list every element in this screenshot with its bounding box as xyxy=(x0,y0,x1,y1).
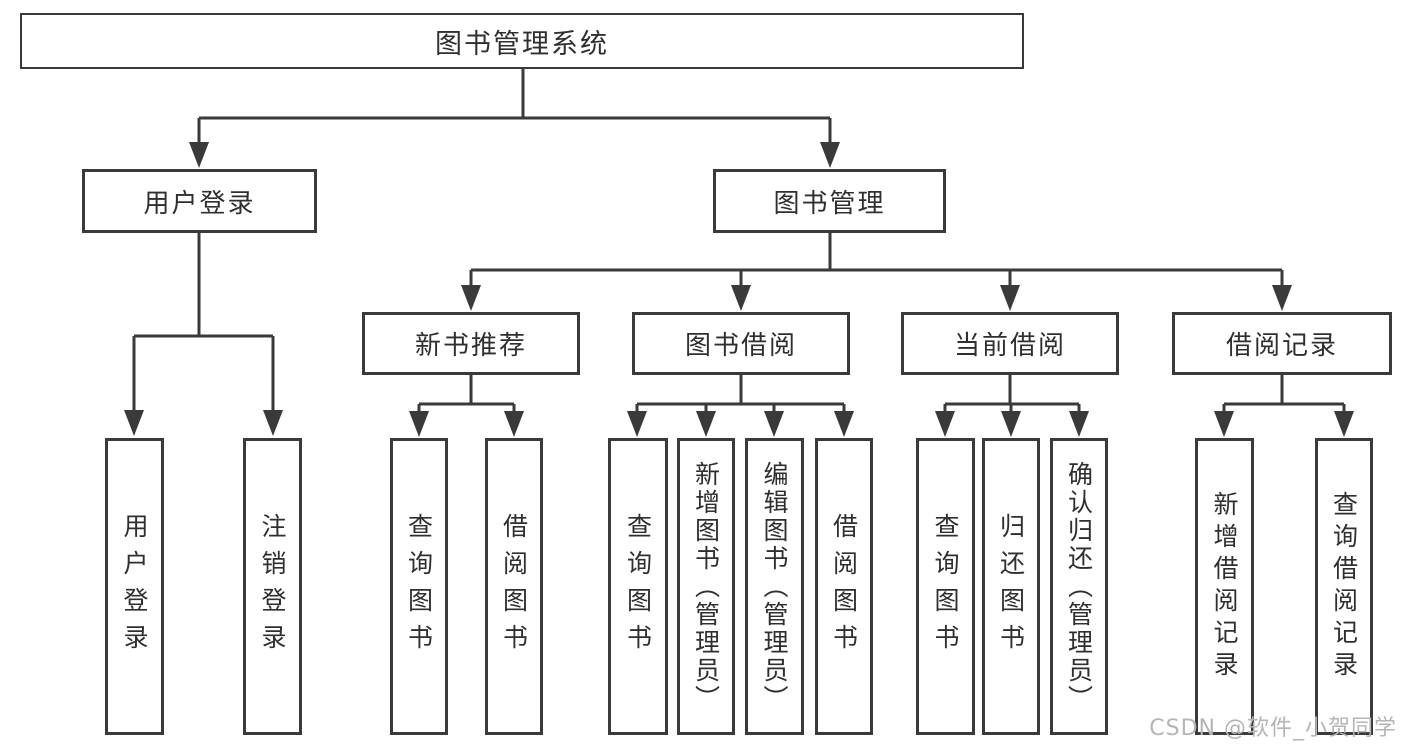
arrowhead xyxy=(1069,411,1089,437)
arrowhead xyxy=(263,410,283,436)
node-borrow-records: 借阅记录 xyxy=(1172,312,1392,375)
leaf-return-books: 归还图书 xyxy=(982,438,1040,735)
node-user-login-label: 用户登录 xyxy=(143,188,256,219)
edge-userlogin-to-leaves xyxy=(124,233,283,436)
node-new-book-recommend-label: 新书推荐 xyxy=(414,331,527,361)
arrowhead xyxy=(696,411,716,437)
leaf-query-books-3: 查询图书 xyxy=(916,438,975,735)
arrowhead xyxy=(764,411,784,437)
arrowhead xyxy=(935,411,955,437)
node-root-label: 图书管理系统 xyxy=(435,28,609,60)
node-borrow-records-label: 借阅记录 xyxy=(1225,331,1338,361)
arrowhead xyxy=(1000,285,1020,311)
edge-root-to-level2 xyxy=(189,68,840,168)
leaf-edit-book-admin: 编辑图书（管理员） xyxy=(745,438,804,735)
arrowhead xyxy=(461,285,481,311)
edge-records-to-leaves xyxy=(1214,375,1354,437)
node-book-management: 图书管理 xyxy=(713,169,946,233)
node-current-borrowing: 当前借阅 xyxy=(901,312,1119,375)
arrowhead xyxy=(1214,411,1234,437)
leaf-query-books-1: 查询图书 xyxy=(390,438,448,735)
arrowhead xyxy=(409,411,429,437)
arrowhead xyxy=(124,410,144,436)
edge-bookmgmt-to-level3 xyxy=(461,233,1292,311)
leaf-query-books-2: 查询图书 xyxy=(608,438,668,735)
leaf-add-book-admin: 新增图书（管理员） xyxy=(677,438,735,735)
arrowhead xyxy=(1001,411,1021,437)
arrowhead xyxy=(834,411,854,437)
node-new-book-recommend: 新书推荐 xyxy=(362,312,580,375)
arrowhead xyxy=(1272,285,1292,311)
leaf-confirm-return-admin: 确认归还（管理员） xyxy=(1050,438,1108,735)
arrowhead xyxy=(820,142,840,168)
leaf-borrow-books-1: 借阅图书 xyxy=(485,438,543,735)
node-user-login: 用户登录 xyxy=(82,169,317,233)
node-current-borrowing-label: 当前借阅 xyxy=(953,331,1066,361)
leaf-query-borrow-record: 查询借阅记录 xyxy=(1315,438,1373,735)
node-book-borrowing-label: 图书借阅 xyxy=(684,331,797,361)
arrowhead xyxy=(504,411,524,437)
node-book-borrowing: 图书借阅 xyxy=(632,312,850,375)
node-book-management-label: 图书管理 xyxy=(773,188,886,219)
node-root: 图书管理系统 xyxy=(20,13,1024,69)
edge-newbooks-to-leaves xyxy=(409,375,524,437)
arrowhead xyxy=(1334,411,1354,437)
leaf-user-login: 用户登录 xyxy=(105,438,164,735)
leaf-add-borrow-record: 新增借阅记录 xyxy=(1195,438,1254,735)
arrowhead xyxy=(189,142,209,168)
leaf-borrow-books-2: 借阅图书 xyxy=(815,438,873,735)
edge-bookborrow-to-leaves xyxy=(627,375,854,437)
arrowhead xyxy=(627,411,647,437)
csdn-watermark: CSDN @软件_小贺同学 xyxy=(1149,716,1397,741)
leaf-logout: 注销登录 xyxy=(243,438,302,735)
edge-currentborrow-to-leaves xyxy=(935,375,1089,437)
arrowhead xyxy=(731,285,751,311)
